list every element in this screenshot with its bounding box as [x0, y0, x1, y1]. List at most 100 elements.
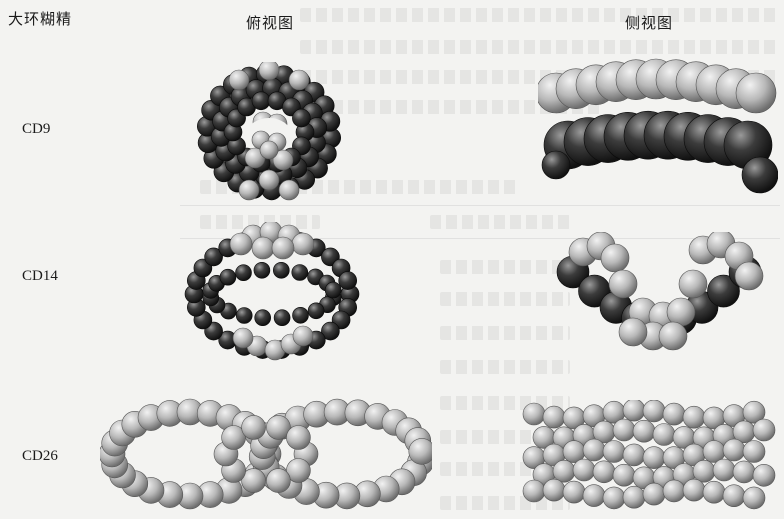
cavity [344, 458, 380, 478]
atom-sphere [260, 141, 278, 159]
atom-sphere [339, 272, 357, 290]
atom-sphere [543, 479, 565, 501]
cd14-side-view-model [553, 232, 765, 362]
atom-sphere [233, 328, 253, 348]
column-header-top-view: 俯视图 [246, 12, 294, 33]
atom-sphere [229, 70, 249, 90]
atom-sphere [663, 403, 685, 425]
atom-sphere [543, 406, 565, 428]
atom-sphere [623, 400, 645, 421]
column-header-side-view: 侧视图 [625, 12, 673, 33]
cd14-side-view-svg [553, 232, 765, 362]
cd14-top-view-model [183, 222, 361, 362]
atom-sphere [273, 262, 289, 278]
atom-sphere [593, 461, 615, 483]
cd26-side-view-svg [520, 400, 782, 512]
atom-sphere [553, 460, 575, 482]
atom-sphere [683, 406, 705, 428]
atom-sphere [292, 265, 308, 281]
atom-sphere [279, 180, 299, 200]
atom-sphere [252, 237, 274, 259]
atom-sphere [663, 480, 685, 502]
atom-sphere [713, 459, 735, 481]
row-label-cd9: CD9 [22, 121, 50, 138]
atom-sphere [742, 157, 778, 193]
atom-sphere [259, 170, 279, 190]
atom-sphere [623, 444, 645, 466]
atom-sphere [653, 424, 675, 446]
cavity [182, 458, 218, 478]
cd26-top-view-svg [100, 398, 432, 510]
atom-sphere [266, 469, 290, 493]
atom-sphere [743, 487, 765, 509]
atom-sphere [743, 441, 765, 463]
cd26-side-view-model [520, 400, 782, 512]
atom-sphere [659, 322, 687, 350]
atom-sphere [667, 298, 695, 326]
atom-sphere [613, 464, 635, 486]
atom-sphere [643, 447, 665, 469]
atom-sphere [693, 460, 715, 482]
atom-sphere [623, 486, 645, 508]
atom-sphere [274, 310, 290, 326]
atom-sphere [723, 485, 745, 507]
atom-sphere [239, 180, 259, 200]
atom-sphere [603, 487, 625, 509]
atom-sphere [736, 73, 776, 113]
atom-sphere [542, 151, 570, 179]
atom-sphere [259, 62, 279, 80]
atom-sphere [723, 439, 745, 461]
cd9-top-view-svg [193, 62, 345, 202]
row-label-cd26: CD26 [22, 448, 58, 465]
atom-sphere [735, 262, 763, 290]
atom-sphere [583, 439, 605, 461]
atom-sphere [242, 415, 266, 439]
atom-sphere [609, 270, 637, 298]
atom-sphere [619, 318, 647, 346]
cd9-side-view-model [538, 55, 778, 205]
atom-sphere [252, 92, 270, 110]
atom-sphere [289, 70, 309, 90]
atom-sphere [753, 464, 775, 486]
atom-sphere [703, 481, 725, 503]
atom-sphere [733, 461, 755, 483]
atom-sphere [523, 403, 545, 425]
atom-sphere [753, 419, 775, 441]
atom-sphere [613, 419, 635, 441]
atom-sphere [633, 420, 655, 442]
atom-sphere [236, 265, 252, 281]
atom-sphere [293, 326, 313, 346]
atom-sphere [255, 310, 271, 326]
atom-sphere [679, 270, 707, 298]
row-label-cd14: CD14 [22, 268, 58, 285]
atom-sphere [292, 109, 310, 127]
atom-sphere [272, 237, 294, 259]
cd14-top-view-svg [183, 222, 361, 362]
atom-sphere [643, 400, 665, 422]
atom-sphere [583, 485, 605, 507]
atom-sphere [236, 308, 252, 324]
atom-sphere [643, 483, 665, 505]
cd9-top-view-model [193, 62, 345, 202]
atom-sphere [286, 426, 310, 450]
atom-sphere [325, 282, 341, 298]
atom-sphere [308, 303, 324, 319]
atom-sphere [573, 459, 595, 481]
atom-sphere [563, 481, 585, 503]
atom-sphere [254, 262, 270, 278]
atom-sphere [683, 479, 705, 501]
atom-sphere [220, 269, 236, 285]
cd9-side-view-svg [538, 55, 778, 205]
cd26-top-view-model [100, 398, 432, 510]
atom-sphere [601, 244, 629, 272]
atom-sphere [292, 233, 314, 255]
atom-sphere [603, 441, 625, 463]
atom-sphere [293, 307, 309, 323]
cavity [152, 428, 188, 448]
atom-sphere [523, 480, 545, 502]
atom-sphere [230, 233, 252, 255]
cavity [312, 428, 348, 448]
atom-sphere [409, 438, 432, 464]
column-header-macrocyclic-dextrin: 大环糊精 [8, 8, 72, 29]
